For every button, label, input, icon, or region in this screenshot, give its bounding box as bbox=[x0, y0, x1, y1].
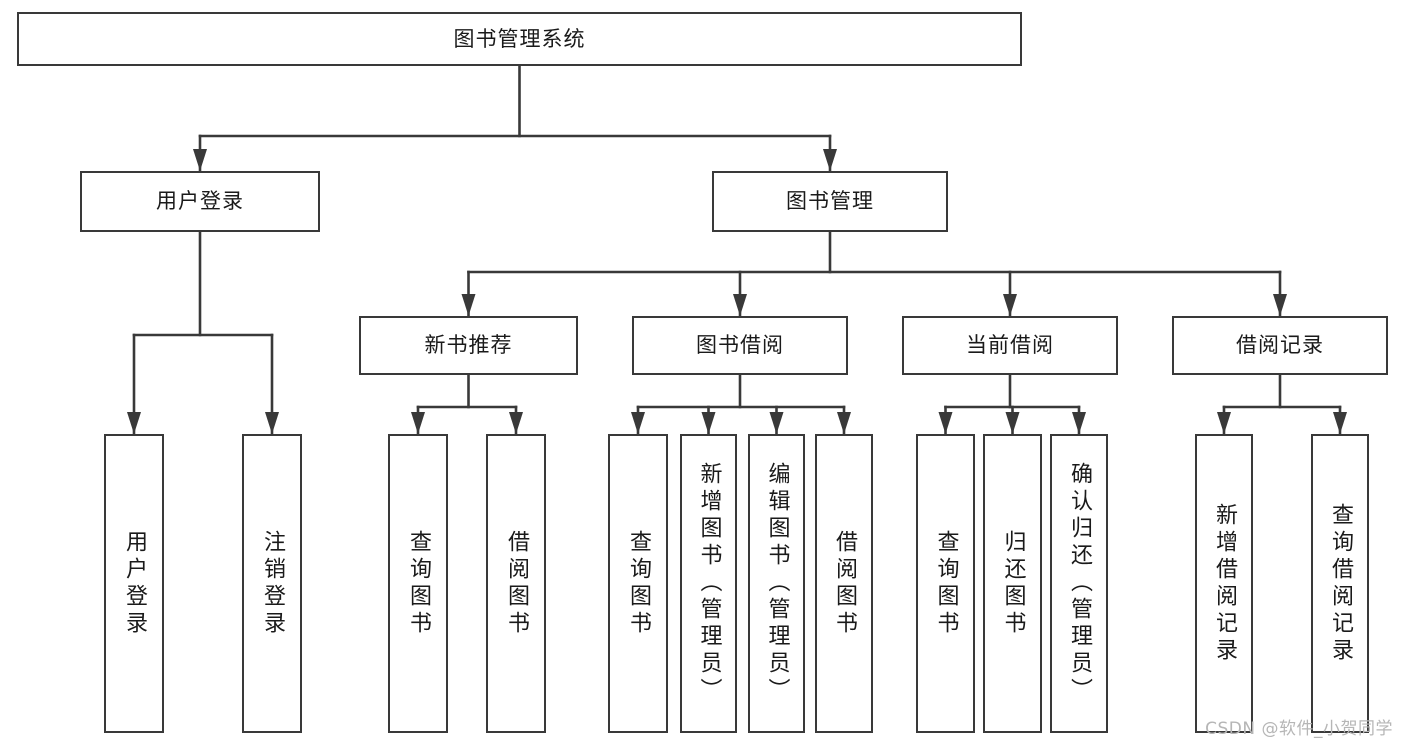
arrow-head-icon bbox=[1333, 412, 1347, 434]
node-label: 新增借阅记录 bbox=[1212, 502, 1237, 665]
node-current-borrow[interactable]: 当前借阅 bbox=[902, 316, 1118, 375]
node-leaf-return-book[interactable]: 归还图书 bbox=[983, 434, 1042, 733]
node-label: 用户登录 bbox=[122, 529, 147, 638]
arrow-head-icon bbox=[701, 412, 716, 434]
node-label: 当前借阅 bbox=[966, 333, 1054, 358]
node-label: 查询图书 bbox=[626, 529, 651, 638]
arrow-head-icon bbox=[193, 149, 207, 171]
node-label: 注销登录 bbox=[260, 529, 285, 638]
arrow-head-icon bbox=[1003, 294, 1017, 316]
arrow-head-icon bbox=[127, 412, 141, 434]
node-book-borrow[interactable]: 图书借阅 bbox=[632, 316, 848, 375]
arrow-head-icon bbox=[837, 412, 851, 434]
node-leaf-add-borrow-record[interactable]: 新增借阅记录 bbox=[1195, 434, 1253, 733]
node-root[interactable]: 图书管理系统 bbox=[17, 12, 1022, 66]
arrow-head-icon bbox=[265, 412, 279, 434]
node-leaf-user-login[interactable]: 用户登录 bbox=[104, 434, 164, 733]
node-borrow-record[interactable]: 借阅记录 bbox=[1172, 316, 1388, 375]
arrow-head-icon bbox=[1217, 412, 1231, 434]
node-label: 图书管理 bbox=[786, 189, 874, 214]
node-label: 用户登录 bbox=[156, 189, 244, 214]
arrow-head-icon bbox=[938, 412, 953, 434]
node-leaf-logout[interactable]: 注销登录 bbox=[242, 434, 302, 733]
node-label: 借阅图书 bbox=[832, 529, 857, 638]
node-label: 借阅图书 bbox=[504, 529, 529, 638]
arrow-head-icon bbox=[1273, 294, 1287, 316]
arrow-head-icon bbox=[1072, 412, 1086, 434]
node-new-book-recommend[interactable]: 新书推荐 bbox=[359, 316, 578, 375]
node-label: 图书管理系统 bbox=[453, 26, 586, 51]
arrow-head-icon bbox=[769, 412, 784, 434]
arrow-head-icon bbox=[509, 412, 523, 434]
arrow-head-icon bbox=[733, 294, 747, 316]
node-leaf-query-borrow-record[interactable]: 查询借阅记录 bbox=[1311, 434, 1369, 733]
node-label: 确认归还（管理员） bbox=[1067, 462, 1092, 705]
node-book-manage[interactable]: 图书管理 bbox=[712, 171, 948, 232]
node-leaf-confirm-return[interactable]: 确认归还（管理员） bbox=[1050, 434, 1108, 733]
node-label: 借阅记录 bbox=[1236, 333, 1324, 358]
watermark-label: CSDN @软件_小贺同学 bbox=[1205, 719, 1393, 739]
node-user-login[interactable]: 用户登录 bbox=[80, 171, 320, 232]
node-leaf-borrow-book-recommend[interactable]: 借阅图书 bbox=[486, 434, 546, 733]
node-label: 新增图书（管理员） bbox=[696, 462, 722, 705]
arrow-head-icon bbox=[461, 294, 476, 316]
node-label: 归还图书 bbox=[1000, 529, 1026, 638]
arrow-head-icon bbox=[411, 412, 425, 434]
node-leaf-query-book-recommend[interactable]: 查询图书 bbox=[388, 434, 448, 733]
node-leaf-query-book-current[interactable]: 查询图书 bbox=[916, 434, 975, 733]
node-leaf-edit-book[interactable]: 编辑图书（管理员） bbox=[748, 434, 805, 733]
node-label: 新书推荐 bbox=[424, 333, 513, 358]
node-label: 图书借阅 bbox=[696, 333, 784, 358]
node-label: 编辑图书（管理员） bbox=[764, 462, 790, 705]
node-label: 查询借阅记录 bbox=[1328, 502, 1353, 665]
arrow-head-icon bbox=[631, 412, 645, 434]
arrow-head-icon bbox=[823, 149, 837, 171]
node-leaf-add-book[interactable]: 新增图书（管理员） bbox=[680, 434, 737, 733]
node-leaf-query-book-borrow[interactable]: 查询图书 bbox=[608, 434, 668, 733]
node-label: 查询图书 bbox=[406, 529, 431, 638]
arrow-head-icon bbox=[1005, 412, 1020, 434]
node-label: 查询图书 bbox=[933, 529, 959, 638]
node-leaf-borrow-book[interactable]: 借阅图书 bbox=[815, 434, 873, 733]
